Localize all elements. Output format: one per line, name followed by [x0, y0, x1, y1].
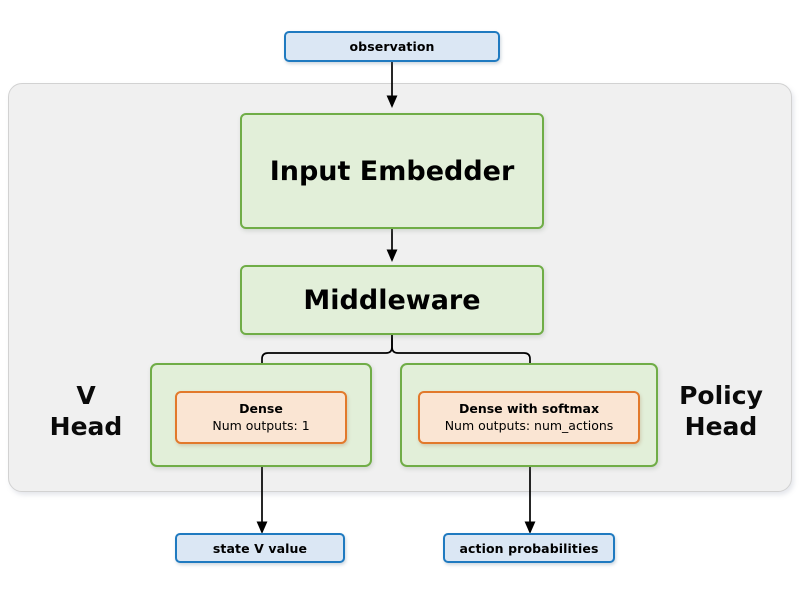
v-head-dense-title: Dense	[239, 400, 283, 416]
state-v-value-box[interactable]: state V value	[175, 533, 345, 563]
action-probabilities-label: action probabilities	[459, 540, 599, 556]
v-head-dense-subtitle: Num outputs: 1	[212, 417, 310, 433]
v-head-dense-box[interactable]: Dense Num outputs: 1	[175, 391, 347, 444]
v-head-side-label: V Head	[49, 381, 123, 441]
observation-label: observation	[349, 39, 435, 54]
state-v-value-label: state V value	[212, 540, 308, 556]
middleware-box[interactable]: Middleware	[240, 265, 544, 335]
policy-head-dense-box[interactable]: Dense with softmax Num outputs: num_acti…	[418, 391, 640, 444]
policy-head-dense-title: Dense with softmax	[458, 400, 600, 416]
middleware-label: Middleware	[303, 284, 481, 316]
policy-head-side-label: Policy Head	[679, 381, 763, 441]
observation-box[interactable]: observation	[284, 31, 500, 62]
input-embedder-box[interactable]: Input Embedder	[240, 113, 544, 229]
policy-head-dense-subtitle: Num outputs: num_actions	[444, 417, 614, 433]
action-probabilities-box[interactable]: action probabilities	[443, 533, 615, 563]
input-embedder-label: Input Embedder	[269, 155, 515, 187]
